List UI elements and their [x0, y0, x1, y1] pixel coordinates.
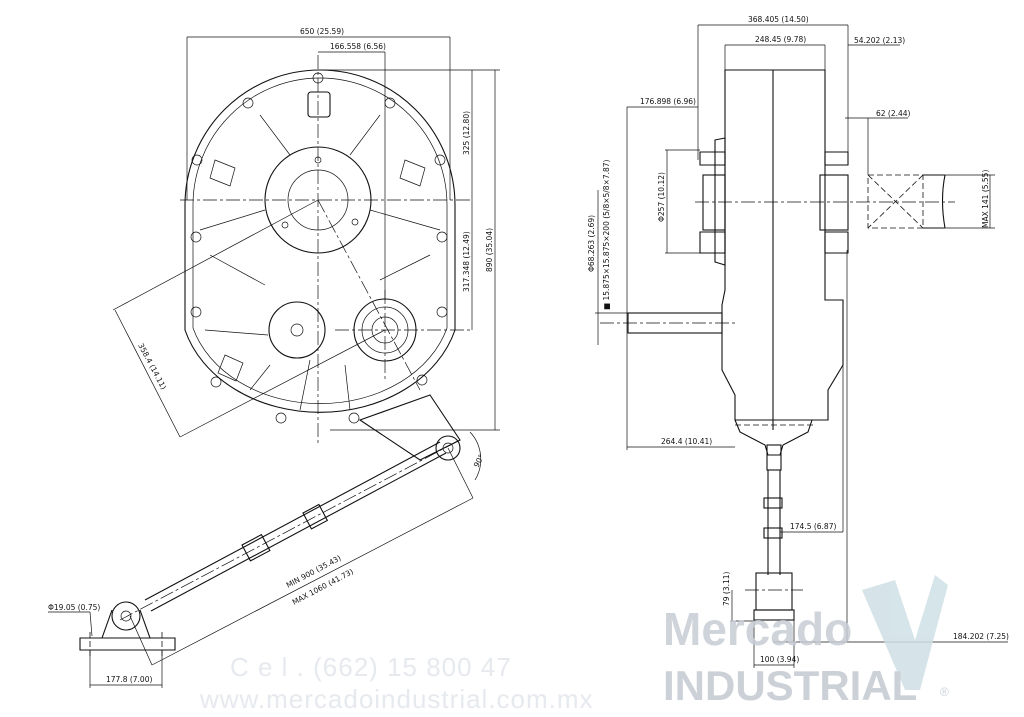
dim-offset-width: 166.558 (6.56) — [330, 42, 386, 51]
dim-input-shaft-diameter: Φ68.263 (2.69) — [587, 215, 596, 272]
dim-base-width: 100 (3.94) — [760, 655, 799, 664]
torque-arm — [79, 394, 461, 656]
dim-max-shaft: MAX 141 (5.55) — [981, 170, 990, 228]
dim-keyway: ■ 15.875×15.875×200 (5/8×5/8×7.87) — [602, 159, 611, 310]
bolt-bosses — [190, 72, 448, 424]
mercado-industrial-logo: Mercado INDUSTRIAL ® — [663, 575, 949, 709]
dim-foot-spacing: 177.8 (7.00) — [106, 675, 152, 684]
dim-shaft-offset: 62 (2.44) — [876, 109, 911, 118]
input-shaft — [600, 312, 735, 334]
logo-line1: Mercado — [663, 603, 852, 655]
side-housing — [600, 69, 955, 621]
torque-rod-side — [734, 419, 815, 621]
dim-overall-height: 890 (35.04) — [485, 228, 494, 272]
side-view: 368.405 (14.50) 248.45 (9.78) 54.202 (2.… — [587, 15, 1008, 668]
dim-housing-depth: 248.45 (9.78) — [755, 35, 806, 44]
side-dimension-lines — [595, 24, 1008, 668]
watermark-url: www.mercadoindustrial.com.mx — [199, 684, 594, 714]
logo-arrow-mark — [862, 575, 948, 690]
dim-overall-width: 650 (25.59) — [300, 27, 344, 36]
front-dimension-lines — [48, 36, 500, 688]
output-shaft — [867, 174, 946, 229]
dim-base-offset: 184.202 (7.25) — [953, 632, 1009, 641]
logo-registered: ® — [940, 685, 949, 699]
front-view: 650 (25.59) 166.558 (6.56) 325 (12.80) 3… — [48, 27, 500, 688]
dim-left-offset: 176.898 (6.96) — [640, 97, 696, 106]
logo-line2: INDUSTRIAL — [663, 662, 917, 709]
dim-center-distance: 358.4 (14.11) — [136, 342, 168, 391]
dim-flange-offset: 54.202 (2.13) — [854, 36, 905, 45]
dim-base-height: 79 (3.11) — [722, 571, 731, 606]
dim-pin-diameter: Φ19.05 (0.75) — [48, 603, 100, 612]
dim-upper-height: 325 (12.80) — [462, 111, 471, 155]
front-dimension-labels: 650 (25.59) 166.558 (6.56) 325 (12.80) 3… — [48, 27, 494, 684]
dim-lower-height: 317.348 (12.49) — [462, 231, 471, 292]
dim-angle: 90° — [472, 453, 486, 469]
dim-rod-offset: 174.5 (6.87) — [790, 522, 836, 531]
dim-overall-depth: 368.405 (14.50) — [748, 15, 809, 24]
side-dimension-labels: 368.405 (14.50) 248.45 (9.78) 54.202 (2.… — [587, 15, 990, 664]
dim-input-offset: 264.4 (10.41) — [661, 437, 712, 446]
dim-bore-diameter: Φ257 (10.12) — [657, 172, 666, 222]
arm-foot-bracket — [79, 601, 176, 656]
gearbox-housing — [180, 55, 470, 445]
watermark-phone: C e l . (662) 15 800 47 — [230, 652, 512, 682]
